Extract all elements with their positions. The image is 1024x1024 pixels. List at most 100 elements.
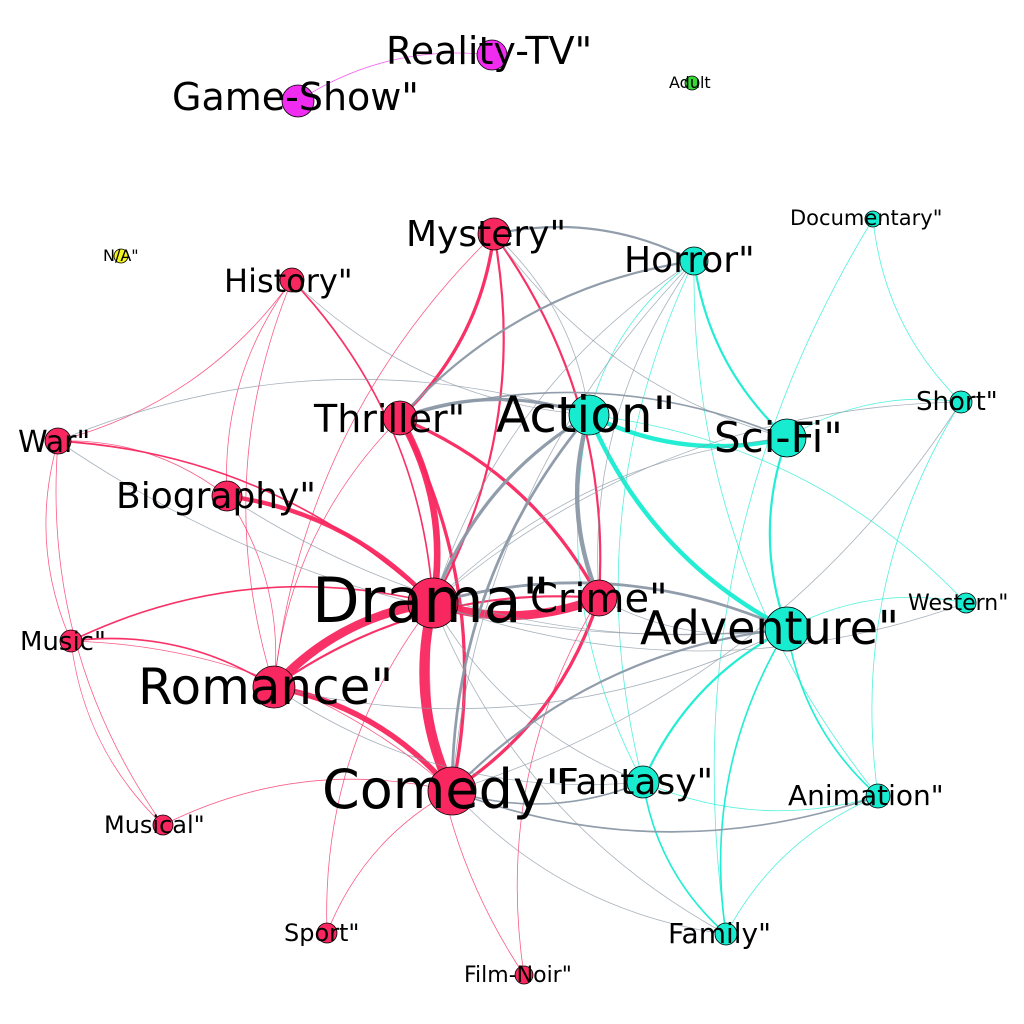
node-label-crime: Crime" <box>530 576 667 622</box>
node-label-western: Western" <box>908 591 1008 616</box>
edge-horror-crime <box>597 260 695 599</box>
edge-drama-sport <box>326 602 434 934</box>
node-sport[interactable] <box>316 922 338 944</box>
edge-biography-war <box>57 440 228 497</box>
node-adult[interactable] <box>684 75 700 91</box>
node-layer <box>44 39 977 985</box>
edge-action-adventure <box>586 414 789 631</box>
edge-comedy-short <box>451 401 962 792</box>
edge-horror-animation <box>693 260 879 797</box>
node-label-drama: Drama" <box>312 564 550 637</box>
node-gameshow[interactable] <box>281 84 315 118</box>
node-animation[interactable] <box>865 783 891 809</box>
edge-history-biography <box>226 279 293 497</box>
edge-horror-drama <box>432 260 695 604</box>
node-label-documentary: Documentary" <box>790 206 942 230</box>
node-label-war: War" <box>18 425 90 460</box>
edge-mystery-scifi <box>493 233 788 439</box>
edge-comedy-fantasy <box>451 781 644 805</box>
edge-action-war <box>57 378 590 442</box>
edge-romance-adventure <box>273 628 788 710</box>
edge-action-mystery <box>493 233 590 416</box>
node-label-animation: Animation" <box>788 779 944 812</box>
edge-crime-filmnoir <box>516 597 600 976</box>
edge-war-music <box>45 440 72 642</box>
edge-horror-scifi <box>692 260 788 439</box>
edge-adventure-fantasy <box>641 628 788 783</box>
node-realitytv[interactable] <box>476 39 508 71</box>
node-romance[interactable] <box>252 665 296 709</box>
node-musical[interactable] <box>152 814 174 836</box>
node-label-comedy: Comedy" <box>322 758 570 821</box>
edge-short-drama <box>432 401 962 604</box>
node-label-music: Music" <box>20 627 106 657</box>
edge-history-romance <box>245 279 293 688</box>
node-label-horror: Horror" <box>624 240 755 281</box>
edge-action-crime <box>574 414 602 599</box>
edge-biography-adventure <box>226 495 788 636</box>
edge-realitytv-gameshow <box>297 52 493 102</box>
node-biography[interactable] <box>211 480 243 512</box>
edge-thriller-romance <box>273 417 401 688</box>
edge-comedy-family <box>451 790 727 935</box>
node-western[interactable] <box>955 592 977 614</box>
edge-fantasy-animation <box>642 781 879 812</box>
node-na[interactable] <box>113 248 129 264</box>
node-adventure[interactable] <box>764 606 810 652</box>
node-horror[interactable] <box>679 246 709 276</box>
edge-crime-adventure <box>598 597 788 635</box>
node-scifi[interactable] <box>767 418 807 458</box>
node-documentary[interactable] <box>864 210 882 228</box>
node-label-sport: Sport" <box>284 919 359 947</box>
edge-short-animation <box>871 401 962 797</box>
edge-documentary-short <box>872 218 962 403</box>
edge-short-scifi <box>786 398 962 439</box>
node-label-fantasy: Fantasy" <box>558 762 713 803</box>
edge-scifi-drama <box>432 437 788 604</box>
edge-scifi-adventure <box>768 437 789 630</box>
edge-drama-war <box>57 440 434 604</box>
node-music[interactable] <box>59 629 83 653</box>
node-mystery[interactable] <box>477 217 511 251</box>
node-family[interactable] <box>714 922 738 946</box>
node-history[interactable] <box>279 267 305 293</box>
node-label-scifi: Sci-Fi" <box>714 413 843 462</box>
node-action[interactable] <box>568 394 610 436</box>
node-fantasy[interactable] <box>626 765 660 799</box>
edge-romance-music <box>70 637 275 688</box>
node-label-na: N/A" <box>103 246 139 265</box>
edge-romance-biography <box>226 495 277 688</box>
edge-action-scifi <box>588 413 788 449</box>
node-thriller[interactable] <box>382 400 418 436</box>
node-label-filmnoir: Film-Noir" <box>464 963 572 988</box>
edge-comedy-musical <box>162 778 453 826</box>
node-crime[interactable] <box>580 579 618 617</box>
edge-crime-thriller <box>399 416 601 599</box>
edge-music-musical <box>70 640 164 826</box>
node-comedy[interactable] <box>427 766 477 816</box>
node-war[interactable] <box>44 427 72 455</box>
edge-comedy-animation <box>451 790 879 833</box>
edge-mystery-romance <box>273 233 495 688</box>
node-short[interactable] <box>949 390 973 414</box>
edge-adventure-animation <box>786 628 879 797</box>
node-label-realitytv: Reality-TV" <box>386 29 592 73</box>
node-label-family: Family" <box>668 917 771 950</box>
node-filmnoir[interactable] <box>514 965 534 985</box>
edge-drama-music <box>70 585 434 642</box>
edge-animation-family <box>725 795 879 935</box>
edge-horror-mystery <box>493 225 695 262</box>
edge-horror-thriller <box>399 259 695 419</box>
node-label-adventure: Adventure" <box>640 601 899 655</box>
node-label-history: History" <box>224 262 353 300</box>
edge-drama-western <box>432 602 967 652</box>
edge-comedy-thriller <box>398 417 467 792</box>
node-label-gameshow: Game-Show" <box>172 75 419 119</box>
node-drama[interactable] <box>407 577 459 629</box>
node-label-biography: Biography" <box>116 476 316 517</box>
node-label-thriller: Thriller" <box>313 397 465 441</box>
edge-horror-comedy <box>451 260 695 792</box>
edge-scifi-thriller <box>399 391 788 439</box>
edge-adventure-family <box>719 628 788 935</box>
